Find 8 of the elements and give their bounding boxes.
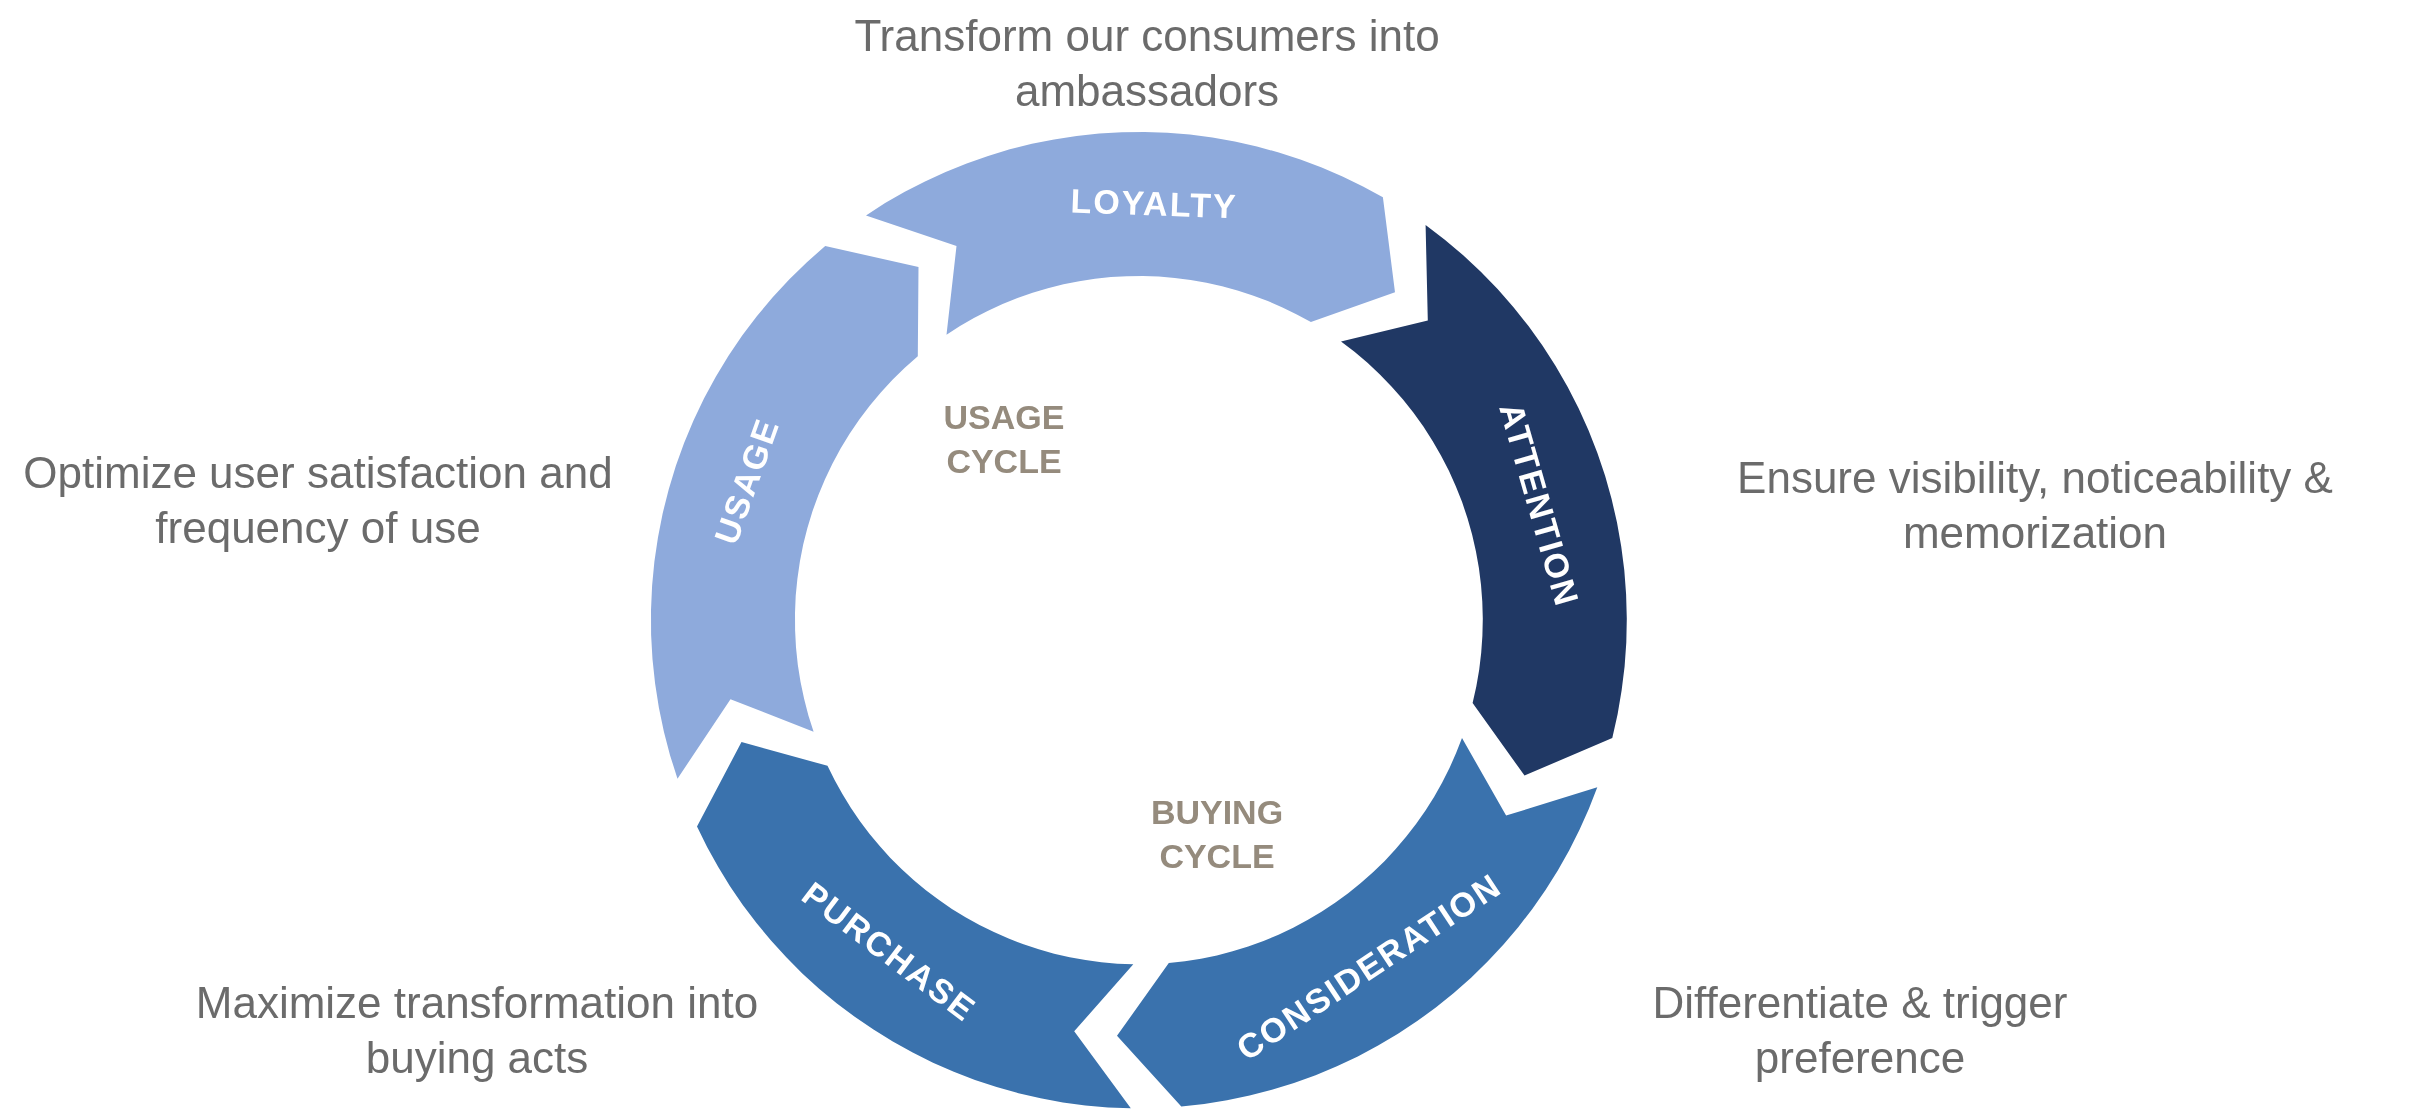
description-text: Transform our consumers into ambassadors <box>853 10 1441 117</box>
description-text: Differentiate & trigger preference <box>1651 977 2069 1084</box>
description-text: Ensure visibility, noticeability & memorization <box>1736 452 2334 559</box>
segment-label: LOYALTY <box>1069 181 1238 227</box>
cycle-label: BUYING CYCLE <box>1149 792 1284 876</box>
description-text: Optimize user satisfaction and frequency of use <box>22 447 614 554</box>
description-text: Maximize transformation into buying acts <box>194 977 760 1084</box>
cycle-label: USAGE CYCLE <box>942 397 1066 483</box>
